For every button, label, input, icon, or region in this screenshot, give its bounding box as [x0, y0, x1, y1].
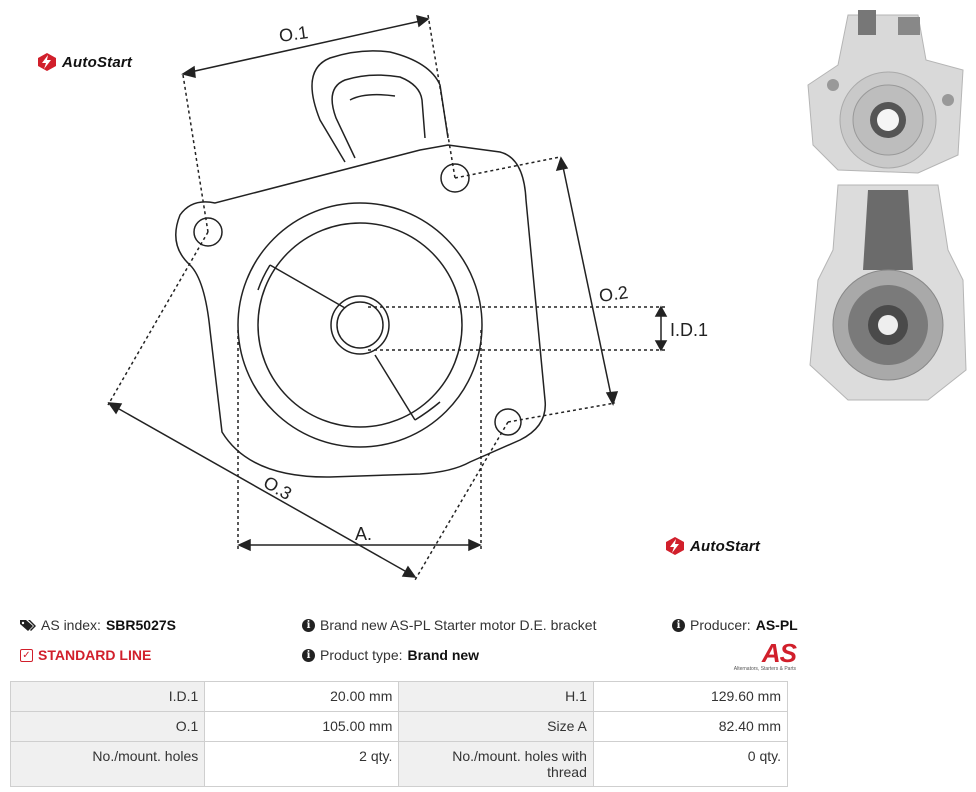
bracket-top-loop [311, 50, 449, 163]
info-circle-icon: i [672, 618, 685, 632]
label-a: A. [355, 524, 372, 544]
brand-logo-top: AutoStart [36, 52, 132, 72]
as-index: AS index: SBR5027S [20, 617, 176, 633]
product-type-label: Product type: [320, 647, 403, 663]
info-circle-icon: i [302, 618, 315, 632]
description-text: Brand new AS-PL Starter motor D.E. brack… [320, 617, 597, 633]
param-value: 2 qty. [204, 741, 400, 787]
producer-label: Producer: [690, 617, 751, 633]
info-circle-icon: i [302, 648, 315, 662]
param-label: I.D.1 [9, 681, 206, 712]
producer-value: AS-PL [755, 617, 798, 633]
param-value: 20.00 mm [204, 681, 400, 712]
tags-icon [20, 619, 36, 632]
technical-drawing: O.1 O.2 O.3 A. I.D.1 [107, 14, 708, 581]
bracket-outline [175, 144, 547, 478]
product-description: i Brand new AS-PL Starter motor D.E. bra… [302, 617, 597, 633]
standard-line: ✓ STANDARD LINE [20, 647, 151, 663]
parameters-table: I.D.1 20.00 mm H.1 129.60 mm O.1 105.00 … [9, 681, 789, 787]
producer-logo-mark: AS [761, 638, 797, 668]
product-type: i Product type: Brand new [302, 647, 479, 663]
param-value: 129.60 mm [592, 681, 789, 712]
table-row: No./mount. holes 2 qty. No./mount. holes… [9, 741, 789, 787]
producer-logo-tagline: Alternators, Starters & Parts [733, 666, 796, 672]
label-o3: O.3 [260, 472, 295, 504]
param-label: No./mount. holes [9, 741, 206, 787]
brand-logo-text: AutoStart [690, 537, 761, 555]
label-o1: O.1 [278, 22, 310, 46]
autostart-logo-icon [666, 537, 684, 555]
autostart-logo-icon [38, 53, 56, 71]
param-value: 105.00 mm [204, 711, 400, 742]
param-value: 82.40 mm [592, 711, 789, 742]
param-label: O.1 [9, 711, 206, 742]
producer-logo: AS Alternators, Starters & Parts [716, 638, 797, 672]
check-square-icon: ✓ [20, 648, 33, 662]
as-index-label: AS index: [41, 617, 101, 633]
bracket-back-photo [808, 180, 968, 402]
label-o2: O.2 [598, 282, 630, 306]
label-id1: I.D.1 [670, 320, 708, 340]
table-row: I.D.1 20.00 mm H.1 129.60 mm [9, 681, 789, 712]
table-row: O.1 105.00 mm Size A 82.40 mm [9, 711, 789, 742]
param-label: H.1 [398, 681, 594, 712]
standard-line-label: STANDARD LINE [38, 647, 152, 663]
param-label: No./mount. holes with thread [398, 741, 594, 787]
brand-logo-bottom: AutoStart [664, 536, 760, 556]
param-value: 0 qty. [592, 741, 789, 787]
brand-logo-text: AutoStart [62, 53, 133, 71]
param-label: Size A [398, 711, 594, 742]
product-type-value: Brand new [407, 647, 480, 663]
bracket-front-photo [807, 5, 968, 177]
producer: i Producer: AS-PL [672, 617, 798, 633]
as-index-value: SBR5027S [105, 617, 176, 633]
